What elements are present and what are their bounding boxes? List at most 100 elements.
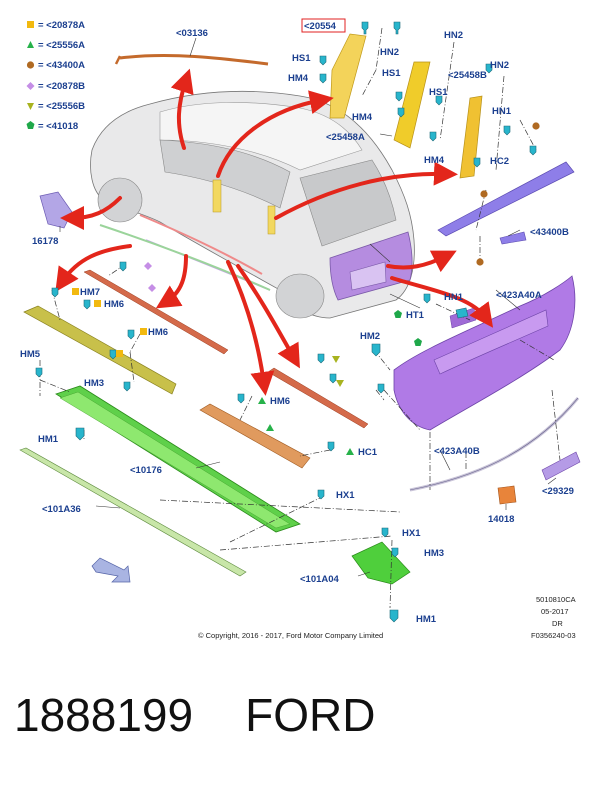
trim-strip-43400b [437,161,575,237]
bracket-29329 [541,451,581,481]
clip-icon-hn1-c [423,293,431,304]
clip-icon-hn2-a [361,21,369,35]
label-hn1-a: HN1 [492,106,512,117]
label-hm4-c: HM4 [424,155,445,166]
clip-icon-hm2 [371,343,381,357]
legend-label-6: = <41018 [38,121,78,132]
highlight-box [301,18,346,33]
clip-icon-hs1-a [319,55,327,66]
label-hx1-a: HX1 [336,490,355,501]
clip-icon-hm6-c [237,393,245,404]
vehicle-body [90,90,415,319]
label-hc1: HC1 [358,447,378,458]
clip-icon-hm7 [51,287,59,298]
label-hm2: HM2 [360,331,380,342]
pillar-molding-25458b [459,95,483,179]
trim-strip-101a36 [19,447,247,577]
label-hm1-b: HM1 [416,614,437,625]
meta-code: 5010810CA [536,595,576,604]
door-molding-orange [199,403,311,469]
legend-symbol-circle [26,61,35,69]
front-direction-arrow [91,557,131,583]
legend-symbol-square [27,21,34,28]
legend-label-5: = <25556B [38,101,85,112]
clip-icon-hm6-a [83,299,91,310]
label-hx1-b: HX1 [402,528,421,539]
legend-label-4: = <20878B [38,81,85,92]
label-hs1-a: HS1 [292,53,311,64]
callout-03136: <03136 [176,28,208,39]
label-hm4-a: HM4 [288,73,309,84]
pillar-molding-25458a [393,61,431,149]
copyright-text: © Copyright, 2016 - 2017, Ford Motor Com… [198,631,383,640]
callout-16178: 16178 [32,236,58,247]
clip-icon-hm1-b [389,609,399,623]
legend-label-1: = <20878A [38,20,85,31]
footer-caption: 1888199 FORD [14,688,586,758]
callout-423a40b: <423A40B [434,446,480,457]
label-hm6-c: HM6 [270,396,290,407]
label-hn1-b: HN1 [444,292,464,303]
label-hs1-b: HS1 [382,68,401,79]
door-molding-rear [267,367,369,429]
label-hn2-a: HN2 [380,47,399,58]
clip-icon-ht1 [455,307,469,319]
label-hm5: HM5 [20,349,41,360]
fastener-labels: HN2 HN2 HN2 HS1 HM4 HS1 HS1 HM4 HM4 HN1 … [20,30,512,625]
legend-symbol-triangle [27,41,34,48]
brand-name: FORD [245,689,376,741]
fastener-clips [35,21,537,623]
guide-lines [39,27,561,609]
clip-icon-hn3-b [329,373,337,384]
door-molding-front [83,269,229,355]
leader-lines [59,37,557,577]
roof-trim-03136 [119,54,269,66]
clip-icon-hx1-a [317,489,325,500]
clip-icon-hn2-c [485,63,493,74]
legend-label-3: = <43400A [38,60,85,71]
legend-symbol-pentagon [26,121,35,129]
label-hm6-a: HM6 [104,299,124,310]
clip-icon-hn2-b [393,21,401,35]
legend-label-2: = <25556A [38,40,85,51]
pillar-molding-20554 [329,33,367,119]
label-hc2: HC2 [490,156,509,167]
label-hm3-a: HM3 [84,378,104,389]
clip-icon-hm4-b [397,107,405,118]
callout-25458b: <25458B [448,70,487,81]
clip-icon-hc2 [473,157,481,168]
clip-icon-hx1-b [381,527,389,538]
clip-icon-top-left [119,261,127,272]
meta-date: 05-2017 [541,607,569,616]
bracket-101a04 [351,541,411,585]
clip-icon-hm1-a [75,427,85,441]
callout-43400b: <43400B [530,227,569,238]
callout-101a04: <101A04 [300,574,340,585]
red-arrows [55,68,494,396]
callout-10176: <10176 [130,465,162,476]
callout-25458a: <25458A [326,132,365,143]
label-hn2-c: HN2 [490,60,509,71]
parts-diagram: = <20878A = <25556A = <43400A = <20878B … [19,18,581,640]
callout-20554: <20554 [304,21,337,32]
clip-icon-hm3-a [123,381,131,392]
clip-icon-hn1-a [503,125,511,136]
legend-symbol-triangle-down [27,103,34,110]
clip-icon-hm4-a [319,73,327,84]
callout-29329: <29329 [542,486,574,497]
label-hm3-b: HM3 [424,548,444,559]
clip-icon-door-rear [317,353,325,364]
label-ht1: HT1 [406,310,425,321]
part-number: 1888199 [14,689,194,741]
clip-icon-hs1-b [395,91,403,102]
callout-423a40a: <423A40A [496,290,542,301]
label-hm1-a: HM1 [38,434,59,445]
meta-region: DR [552,619,563,628]
legend-symbol-diamond [26,82,35,90]
label-hs1-c: HS1 [429,87,448,98]
clip-icon-hs1-c [435,95,443,106]
callout-14018: 14018 [488,514,514,525]
part-callouts: <03136 <20554 <25458B <25458A 16178 <434… [32,21,574,585]
callout-101a36: <101A36 [42,504,81,515]
